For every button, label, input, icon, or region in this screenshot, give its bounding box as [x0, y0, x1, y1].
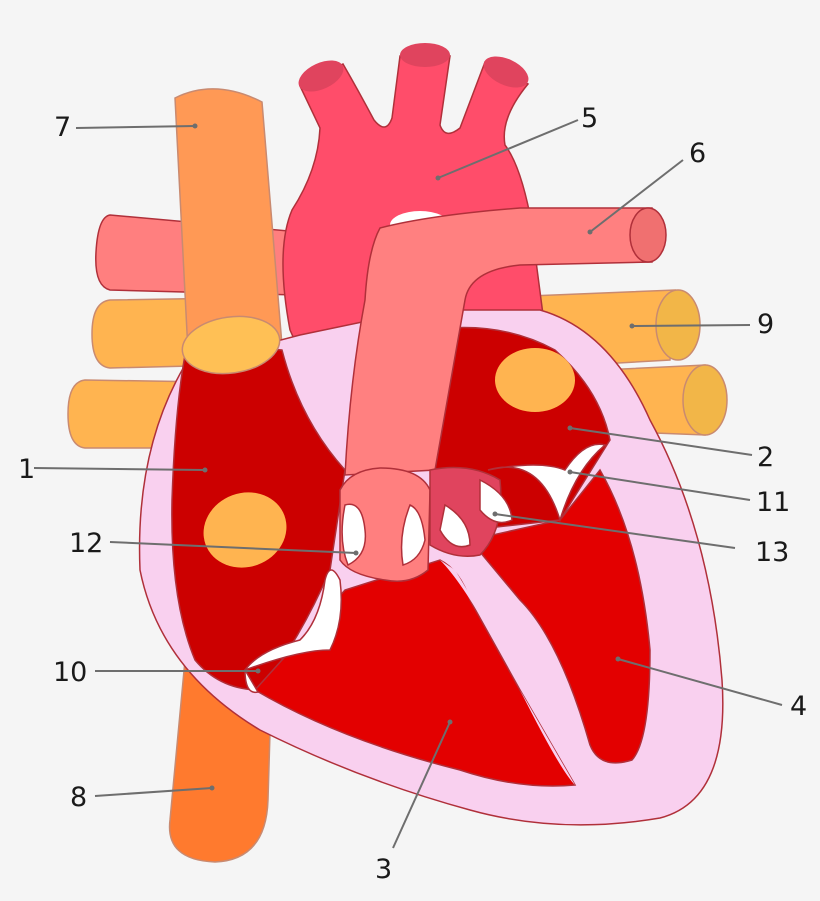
label-10: 10	[53, 657, 87, 688]
leader-line-4	[617, 658, 783, 706]
svc-opening	[181, 315, 281, 375]
label-2: 2	[757, 442, 774, 473]
leader-line-8	[94, 787, 213, 797]
label-6: 6	[689, 138, 706, 169]
label-5: 5	[581, 103, 598, 134]
leader-line-7	[75, 125, 196, 129]
label-1: 1	[18, 454, 35, 485]
label-4: 4	[790, 691, 807, 722]
label-3: 3	[375, 854, 392, 885]
leader-line-6	[589, 159, 684, 233]
leader-line-12	[109, 541, 357, 554]
label-12: 12	[69, 528, 103, 559]
labels: 1 2 3 4 5 6 7 8 9 10 11 12 13	[18, 103, 807, 885]
label-9: 9	[757, 309, 774, 340]
leader-line-2	[569, 427, 753, 456]
leader-line-13	[494, 513, 736, 549]
superior-vena-cava	[174, 88, 283, 353]
leader-line-5	[437, 119, 579, 179]
valves	[243, 443, 607, 694]
label-13: 13	[755, 537, 789, 568]
label-8: 8	[70, 782, 87, 813]
leader-line-3	[392, 721, 451, 849]
leader-line-11	[569, 471, 751, 501]
leader-lines	[33, 119, 783, 849]
label-7: 7	[54, 112, 71, 143]
label-11: 11	[756, 487, 790, 518]
leader-line-1	[33, 467, 206, 471]
leader-line-9	[631, 324, 751, 327]
